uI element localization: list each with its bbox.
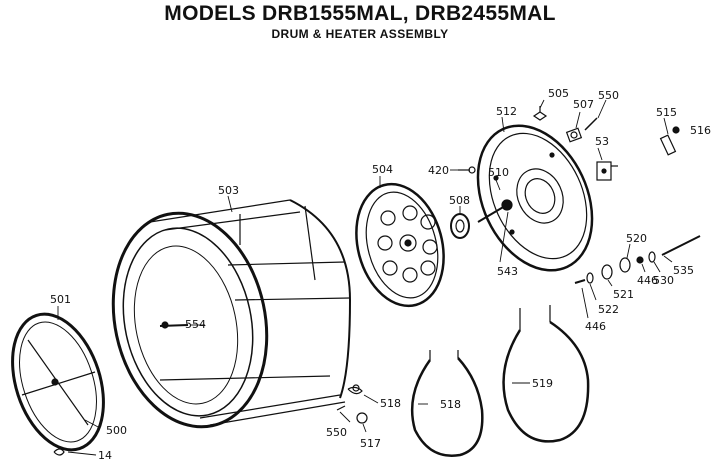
screw-420	[458, 166, 476, 174]
nut-516	[672, 126, 680, 134]
roller-518	[347, 384, 363, 395]
heater-element-518	[410, 350, 484, 457]
screw-446-bottom	[574, 279, 586, 284]
label-446-bottom: 446	[585, 320, 606, 333]
leader-lines	[57, 99, 673, 456]
label-507: 507	[573, 98, 594, 111]
label-550-bottom: 550	[326, 426, 347, 439]
label-504: 504	[372, 163, 393, 176]
label-543: 543	[497, 265, 518, 278]
screw-550	[336, 405, 346, 411]
label-530: 530	[653, 274, 674, 287]
bearing-508	[450, 213, 470, 239]
spacer-522	[586, 272, 594, 284]
bearing-530	[648, 251, 656, 263]
fuse-515	[659, 134, 677, 156]
label-446-top: 446	[637, 274, 658, 287]
washer-521	[601, 264, 613, 280]
label-520: 520	[626, 232, 647, 245]
label-518-element: 518	[440, 398, 461, 411]
label-420: 420	[428, 164, 449, 177]
heater-element-519	[502, 305, 590, 443]
label-554: 554	[185, 318, 206, 331]
label-512: 512	[496, 105, 517, 118]
label-535: 535	[673, 264, 694, 277]
label-515: 515	[656, 106, 677, 119]
page-subtitle: DRUM & HEATER ASSEMBLY	[271, 27, 449, 41]
label-519: 519	[532, 377, 553, 390]
thermostat-505	[532, 106, 548, 121]
label-522: 522	[598, 303, 619, 316]
rear-bulkhead	[476, 124, 594, 272]
thermostat-507	[565, 127, 583, 143]
drum	[111, 199, 352, 429]
label-517: 517	[360, 437, 381, 450]
page-title: MODELS DRB1555MAL, DRB2455MAL	[164, 2, 556, 25]
part-labels: 501 500 14 503 554 504 508 420 510 512 5…	[50, 87, 711, 462]
label-508: 508	[449, 194, 470, 207]
shaft-535	[661, 235, 701, 256]
label-521: 521	[613, 288, 634, 301]
label-14: 14	[98, 449, 112, 462]
label-550-top: 550	[598, 89, 619, 102]
label-501: 501	[50, 293, 71, 306]
drum-baffle-554	[159, 321, 189, 329]
thermal-fuse-550	[584, 117, 598, 131]
label-503: 503	[218, 184, 239, 197]
nut-446-top	[636, 256, 644, 264]
bracket-53	[596, 161, 618, 181]
label-505: 505	[548, 87, 569, 100]
nut-517	[356, 412, 368, 424]
label-518-roller: 518	[380, 397, 401, 410]
label-500: 500	[106, 424, 127, 437]
label-510: 510	[488, 166, 509, 179]
front-seal-ring	[11, 312, 105, 452]
washer-520	[619, 257, 631, 273]
label-53: 53	[595, 135, 609, 148]
clip-14	[53, 448, 65, 456]
label-516: 516	[690, 124, 711, 137]
drum-rear	[355, 182, 445, 308]
